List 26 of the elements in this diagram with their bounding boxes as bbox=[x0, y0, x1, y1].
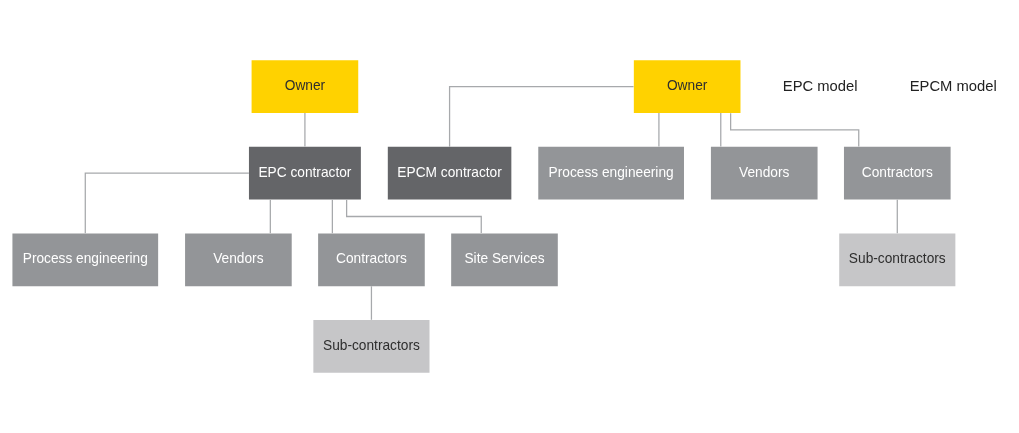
node-box: Vendors bbox=[710, 146, 818, 200]
node-box: Site Services bbox=[451, 233, 558, 287]
connector bbox=[84, 172, 250, 234]
connector bbox=[331, 199, 333, 234]
node-box: Sub-contractors bbox=[313, 320, 430, 373]
connector bbox=[448, 86, 635, 148]
label: EPC model bbox=[782, 77, 858, 94]
connector bbox=[720, 112, 722, 148]
node-box: EPC contractor bbox=[248, 146, 361, 200]
node-box: Sub-contractors bbox=[839, 233, 956, 287]
node-box: EPCM contractor bbox=[387, 146, 512, 200]
node-box: Process engineering bbox=[538, 146, 684, 200]
connector bbox=[346, 199, 482, 234]
node-box: Owner bbox=[633, 60, 741, 113]
connector bbox=[658, 112, 660, 148]
node-box: Vendors bbox=[185, 233, 292, 287]
node-box: Contractors bbox=[318, 233, 425, 287]
node-box: Contractors bbox=[843, 146, 951, 200]
node-box: Owner bbox=[251, 60, 359, 113]
label: EPCM model bbox=[909, 77, 997, 94]
connector bbox=[304, 112, 306, 148]
connector bbox=[269, 199, 271, 234]
connector bbox=[896, 199, 898, 234]
node-box: Process engineering bbox=[12, 233, 159, 287]
connector bbox=[730, 112, 860, 148]
connector bbox=[370, 285, 373, 321]
